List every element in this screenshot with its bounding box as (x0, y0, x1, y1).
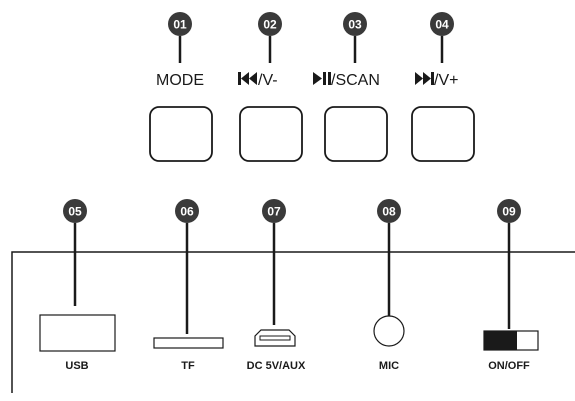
mode-button[interactable] (149, 106, 213, 162)
tf-card-slot[interactable] (153, 337, 224, 349)
usb-label: USB (65, 360, 88, 372)
mode-label: MODE (156, 72, 204, 89)
svg-text:/SCAN: /SCAN (331, 72, 380, 89)
device-panel-outline (11, 251, 575, 393)
callout-01: 01 (168, 12, 192, 63)
svg-text:/V-: /V- (258, 72, 278, 89)
svg-text:03: 03 (348, 18, 362, 32)
svg-text:06: 06 (180, 205, 194, 219)
prev-icon (238, 72, 257, 85)
svg-text:09: 09 (502, 205, 516, 219)
power-switch[interactable] (483, 330, 539, 351)
svg-text:05: 05 (68, 205, 82, 219)
play-pause-icon (313, 72, 331, 85)
callout-04: 04 (430, 12, 454, 63)
svg-text:04: 04 (435, 18, 449, 32)
svg-text:08: 08 (382, 205, 396, 219)
mic-label: MIC (379, 360, 399, 372)
prev-vol-down-label: /V- (238, 72, 278, 89)
tf-label: TF (181, 360, 195, 372)
mic-hole (373, 315, 405, 347)
dc-aux-label: DC 5V/AUX (247, 360, 306, 372)
svg-text:02: 02 (263, 18, 277, 32)
svg-text:07: 07 (267, 205, 281, 219)
callout-06: 06 (175, 199, 199, 334)
callout-09: 09 (497, 199, 521, 329)
next-vol-up-label: /V+ (415, 72, 458, 89)
svg-text:01: 01 (173, 18, 187, 32)
dc-aux-port[interactable] (254, 329, 296, 347)
play-pause-scan-label: /SCAN (313, 72, 380, 89)
callout-07: 07 (262, 199, 286, 325)
on-off-label: ON/OFF (488, 360, 530, 372)
next-icon (415, 72, 434, 85)
play-pause-scan-button[interactable] (324, 106, 388, 162)
callout-05: 05 (63, 199, 87, 306)
callout-02: 02 (258, 12, 282, 63)
usb-port[interactable] (39, 314, 116, 352)
callout-03: 03 (343, 12, 367, 63)
callout-08: 08 (377, 199, 401, 316)
prev-vol-down-button[interactable] (239, 106, 303, 162)
svg-text:/V+: /V+ (434, 72, 458, 89)
power-switch-knob (484, 331, 517, 350)
dc-aux-port-inner (259, 335, 291, 341)
next-vol-up-button[interactable] (411, 106, 475, 162)
